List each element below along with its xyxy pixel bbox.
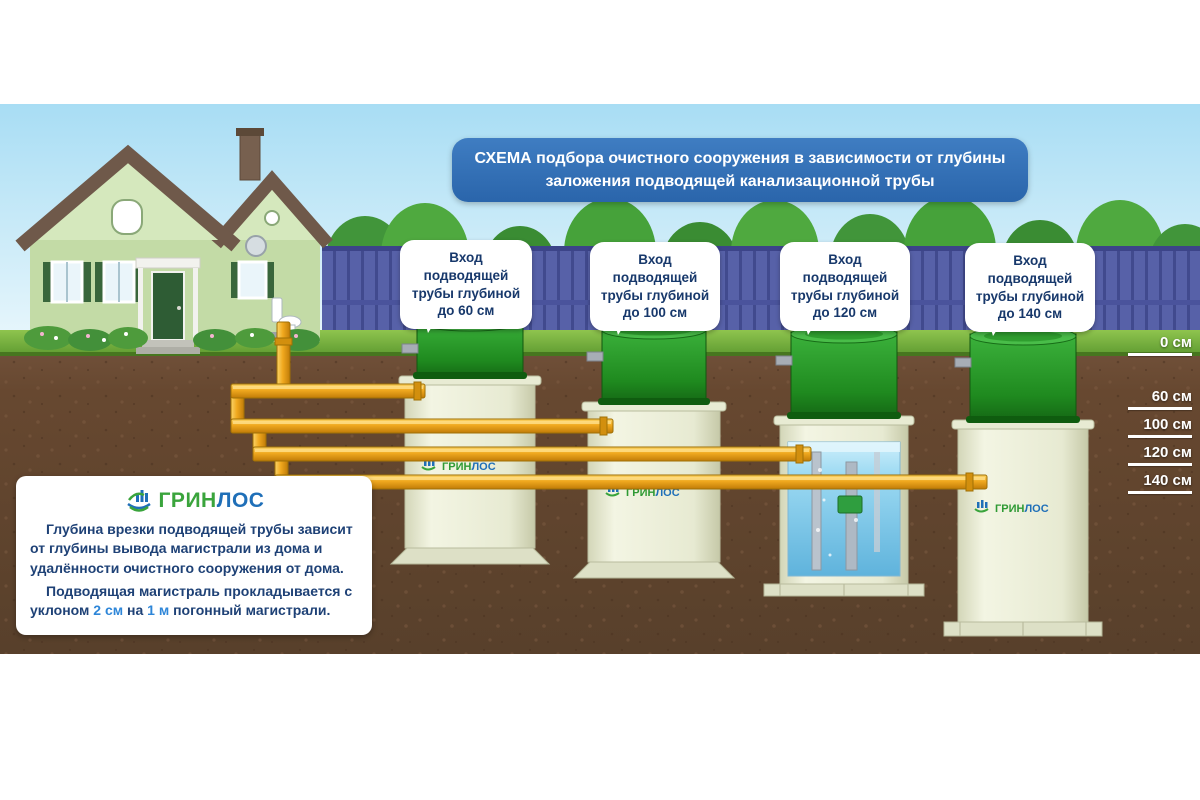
grinlos-logo-icon: [421, 466, 436, 471]
callout-depth-120: Вход подводящей трубы глубиной до 120 см: [780, 242, 910, 336]
inlet-fitting: [586, 351, 604, 362]
tank-brand-label: ГРИНЛОС: [442, 461, 496, 473]
inlet-fitting: [775, 355, 793, 366]
tank-brand: ГРИНЛОС: [974, 500, 1049, 515]
brand-green: ГРИН: [158, 489, 217, 512]
inlet-fitting: [954, 357, 972, 368]
inlet-fitting: [401, 343, 419, 354]
grinlos-logo-icon: [974, 508, 989, 513]
grinlos-logo: ГРИНЛОС: [30, 486, 358, 516]
callout-text: Вход подводящей трубы глубиной до 60 см: [411, 250, 521, 319]
info-p2-suffix: погонный магистрали.: [169, 602, 331, 619]
depth-tick-line: [1128, 491, 1192, 494]
brand-wordmark: ГРИНЛОС: [159, 489, 265, 513]
callout-depth-60: Вход подводящей трубы глубиной до 60 см: [400, 240, 532, 334]
chimney: [239, 131, 261, 181]
front-door: [151, 271, 185, 341]
depth-tick-120: 120 см: [1128, 444, 1192, 466]
depth-tick-label: 120 см: [1143, 444, 1192, 461]
info-p2-mid: на: [123, 602, 148, 619]
pipe-network: [230, 321, 988, 492]
grinlos-logo-icon: [605, 492, 620, 497]
septic-tank-1: ГРИНЛОС: [389, 312, 551, 565]
window: [43, 260, 91, 304]
grinlos-logo-icon: [126, 490, 151, 512]
title-banner: СХЕМА подбора очистного сооружения в зав…: [452, 138, 1028, 203]
tank-brand-label: ГРИНЛОС: [995, 503, 1049, 515]
tank-brand: ГРИНЛОС: [421, 458, 496, 473]
depth-tick-label: 100 см: [1143, 416, 1192, 433]
window: [231, 260, 274, 300]
septic-tank-3: [763, 324, 925, 597]
info-p2-prefix: Подводящая магистраль прокладывается с у…: [30, 582, 353, 619]
tank-brand-label: ГРИНЛОС: [626, 487, 680, 499]
round-attic-window: [264, 210, 280, 226]
callout-depth-140: Вход подводящей трубы глубиной до 140 см: [965, 243, 1095, 337]
flower-bushes: [24, 326, 320, 351]
callout-text: Вход подводящей трубы глубиной до 140 см: [975, 253, 1085, 322]
title-text: СХЕМА подбора очистного сооружения в зав…: [474, 150, 1006, 191]
house-illustration: [15, 128, 333, 354]
callout-text: Вход подводящей трубы глубиной до 100 см: [600, 252, 710, 321]
depth-tick-line: [1128, 407, 1192, 410]
brand-blue: ЛОС: [216, 489, 265, 512]
septic-tank-4: ГРИНЛОС: [943, 326, 1103, 637]
depth-tick-label: 60 см: [1151, 388, 1192, 405]
attic-window: [111, 199, 143, 235]
tank-cutaway-interior: [787, 441, 901, 577]
depth-tick-label: 140 см: [1143, 472, 1192, 489]
satellite-dish-icon: [245, 235, 267, 257]
depth-tick-line: [1128, 353, 1192, 356]
depth-tick-60: 60 см: [1128, 388, 1192, 410]
depth-tick-line: [1128, 463, 1192, 466]
porch: [135, 257, 201, 354]
callout-depth-100: Вход подводящей трубы глубиной до 100 см: [590, 242, 720, 336]
info-panel: ГРИНЛОС Глубина врезки подводящей трубы …: [16, 476, 372, 635]
slope-value: 2 см: [93, 602, 124, 619]
depth-tick-100: 100 см: [1128, 416, 1192, 438]
callout-text: Вход подводящей трубы глубиной до 120 см: [790, 252, 900, 321]
depth-tick-140: 140 см: [1128, 472, 1192, 494]
pump-unit: [837, 495, 863, 514]
roof-right: [211, 170, 333, 249]
info-paragraph-2: Подводящая магистраль прокладывается с у…: [30, 582, 358, 621]
depth-tick-0: 0 см: [1128, 334, 1192, 356]
depth-tick-line: [1128, 435, 1192, 438]
info-paragraph-1: Глубина врезки подводящей трубы зависит …: [30, 521, 353, 576]
depth-tick-label: 0 см: [1160, 334, 1192, 351]
run-length-value: 1 м: [147, 602, 170, 619]
roof-main: [15, 144, 241, 252]
